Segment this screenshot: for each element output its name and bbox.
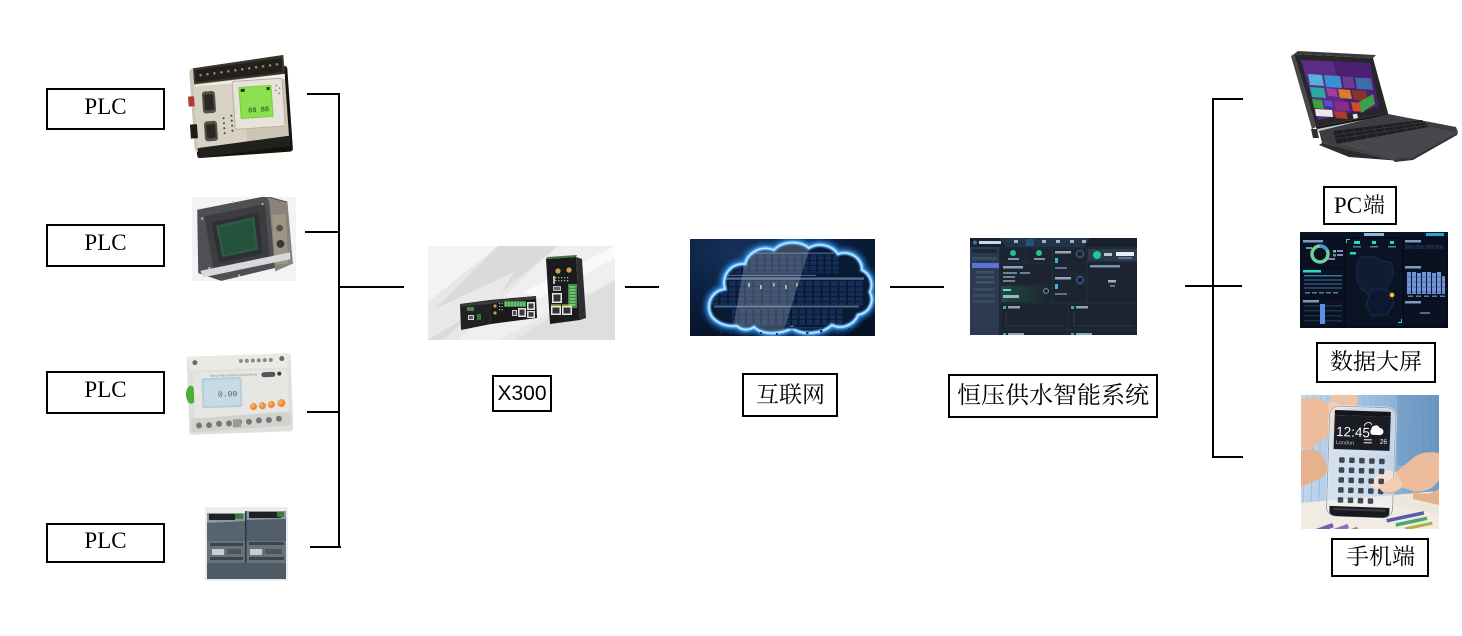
svg-text:26: 26 bbox=[1380, 439, 1388, 446]
svg-text:0.00: 0.00 bbox=[218, 390, 238, 400]
svg-text:88 88: 88 88 bbox=[248, 106, 270, 115]
svg-text:Three Phase Multi-Function Met: Three Phase Multi-Function Meter bbox=[209, 372, 258, 378]
svg-text:London: London bbox=[1336, 440, 1355, 447]
svg-text:12:45: 12:45 bbox=[1336, 424, 1370, 440]
